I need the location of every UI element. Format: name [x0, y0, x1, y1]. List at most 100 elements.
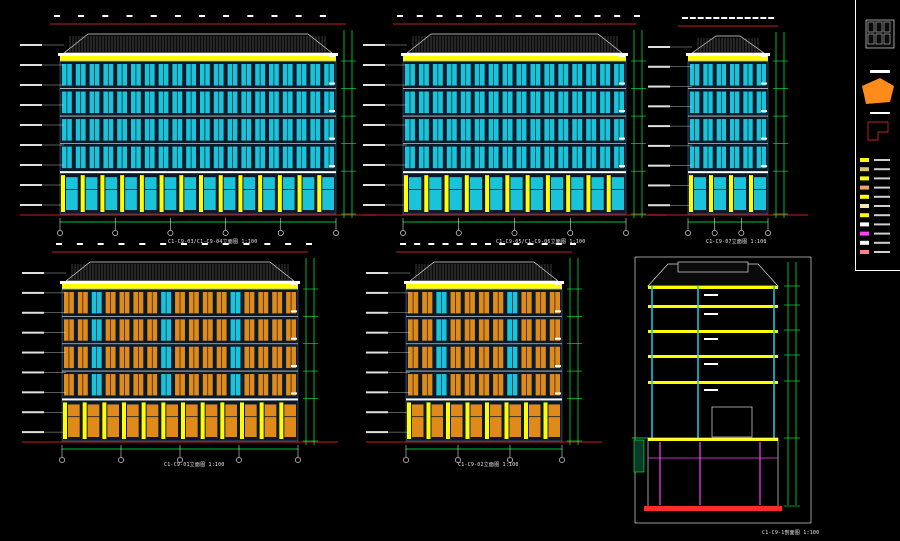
room-label — [704, 313, 718, 315]
pilaster — [464, 175, 469, 212]
shopfront — [322, 177, 334, 210]
north-arrow-icon — [867, 121, 889, 141]
pilaster — [100, 175, 105, 212]
dimension-label — [126, 15, 133, 17]
dimension-label — [306, 243, 312, 245]
legend-swatch — [860, 222, 869, 227]
axis-bubble — [236, 457, 242, 463]
caption-elevation-3: C1-C9-07立面图 1:100 — [706, 239, 767, 245]
callout-label — [366, 431, 388, 434]
axis-bubble — [167, 230, 174, 236]
pilaster — [485, 175, 490, 212]
pilaster — [689, 175, 693, 212]
callout-label — [366, 351, 388, 354]
pilaster — [122, 402, 126, 439]
pilaster — [505, 175, 510, 212]
level-label — [619, 165, 625, 168]
callout-label — [22, 351, 44, 354]
shopfront — [105, 177, 118, 210]
pilaster — [485, 402, 489, 439]
key-plan-cell — [867, 33, 875, 45]
basement-outline — [647, 437, 779, 509]
roof-outline — [405, 33, 624, 54]
pilaster — [258, 175, 263, 212]
legend-swatch — [860, 250, 869, 254]
shopfront — [107, 404, 119, 437]
callout-label — [648, 144, 670, 147]
shopfront — [734, 177, 746, 210]
pilaster — [120, 175, 125, 212]
legend-text — [874, 168, 890, 171]
caption-elevation-4: C1-C9-01立面图 1:100 — [164, 462, 225, 468]
dimension-label — [513, 243, 520, 245]
pilaster — [465, 402, 470, 439]
cornice-yellow-band — [688, 56, 768, 61]
dimension-label — [160, 243, 167, 245]
ground-floor-band — [688, 171, 768, 174]
shopfront — [164, 177, 177, 210]
callout-label — [366, 272, 388, 274]
pilaster — [161, 402, 166, 439]
pilaster — [200, 402, 205, 439]
shopfront — [264, 404, 277, 437]
pilaster — [279, 402, 284, 439]
callout-label — [22, 272, 44, 274]
callout-label — [363, 124, 385, 126]
callout-label — [366, 291, 388, 294]
pilaster — [141, 402, 146, 439]
dimension-label — [729, 17, 735, 19]
dimension-label — [713, 17, 720, 19]
callout-label — [20, 184, 42, 186]
pilaster — [749, 175, 753, 212]
callout-label — [20, 104, 42, 106]
dimension-label — [555, 15, 561, 17]
pilaster — [259, 402, 264, 439]
level-label — [291, 337, 297, 340]
pilaster — [586, 175, 591, 212]
pilaster — [199, 175, 203, 212]
dimension-label — [744, 17, 751, 19]
level-label — [761, 137, 767, 140]
dimension-label — [97, 243, 104, 245]
pilaster — [446, 402, 450, 439]
shopfront — [205, 404, 218, 437]
legend-panel — [860, 19, 895, 254]
floor-slab — [648, 305, 778, 308]
shopfront — [87, 404, 100, 437]
dimension-label — [247, 15, 254, 17]
legend-label — [870, 70, 890, 73]
level-label — [291, 283, 297, 285]
shopfront — [243, 177, 256, 210]
dimension-label — [456, 15, 463, 17]
legend-swatch — [860, 194, 869, 199]
legend-swatch — [860, 213, 869, 218]
pilaster — [297, 175, 302, 212]
level-label — [761, 165, 767, 168]
axis-bubble — [455, 457, 461, 463]
legend-text — [874, 186, 890, 189]
callout-label — [648, 105, 670, 108]
shopfront — [470, 404, 482, 437]
pilaster — [709, 175, 713, 212]
level-label — [291, 310, 297, 313]
level-label — [555, 310, 561, 313]
floor-slab — [648, 286, 778, 289]
callout-label — [363, 64, 385, 66]
callout-label — [363, 184, 385, 186]
shopfront — [225, 404, 237, 437]
callout-label — [20, 124, 42, 126]
legend-swatch — [860, 176, 869, 181]
roof — [690, 35, 766, 54]
level-label — [555, 283, 561, 285]
dimension-label — [181, 243, 187, 245]
section-frame — [634, 256, 812, 524]
shopfront — [125, 177, 137, 210]
legend-label — [870, 112, 890, 114]
axis-bubble — [277, 230, 284, 236]
pilaster — [181, 402, 185, 439]
cornice-band — [401, 53, 628, 56]
ground-floor-band — [406, 398, 562, 401]
callout-label — [22, 331, 44, 334]
pilaster — [404, 175, 408, 212]
pilaster — [424, 175, 429, 212]
